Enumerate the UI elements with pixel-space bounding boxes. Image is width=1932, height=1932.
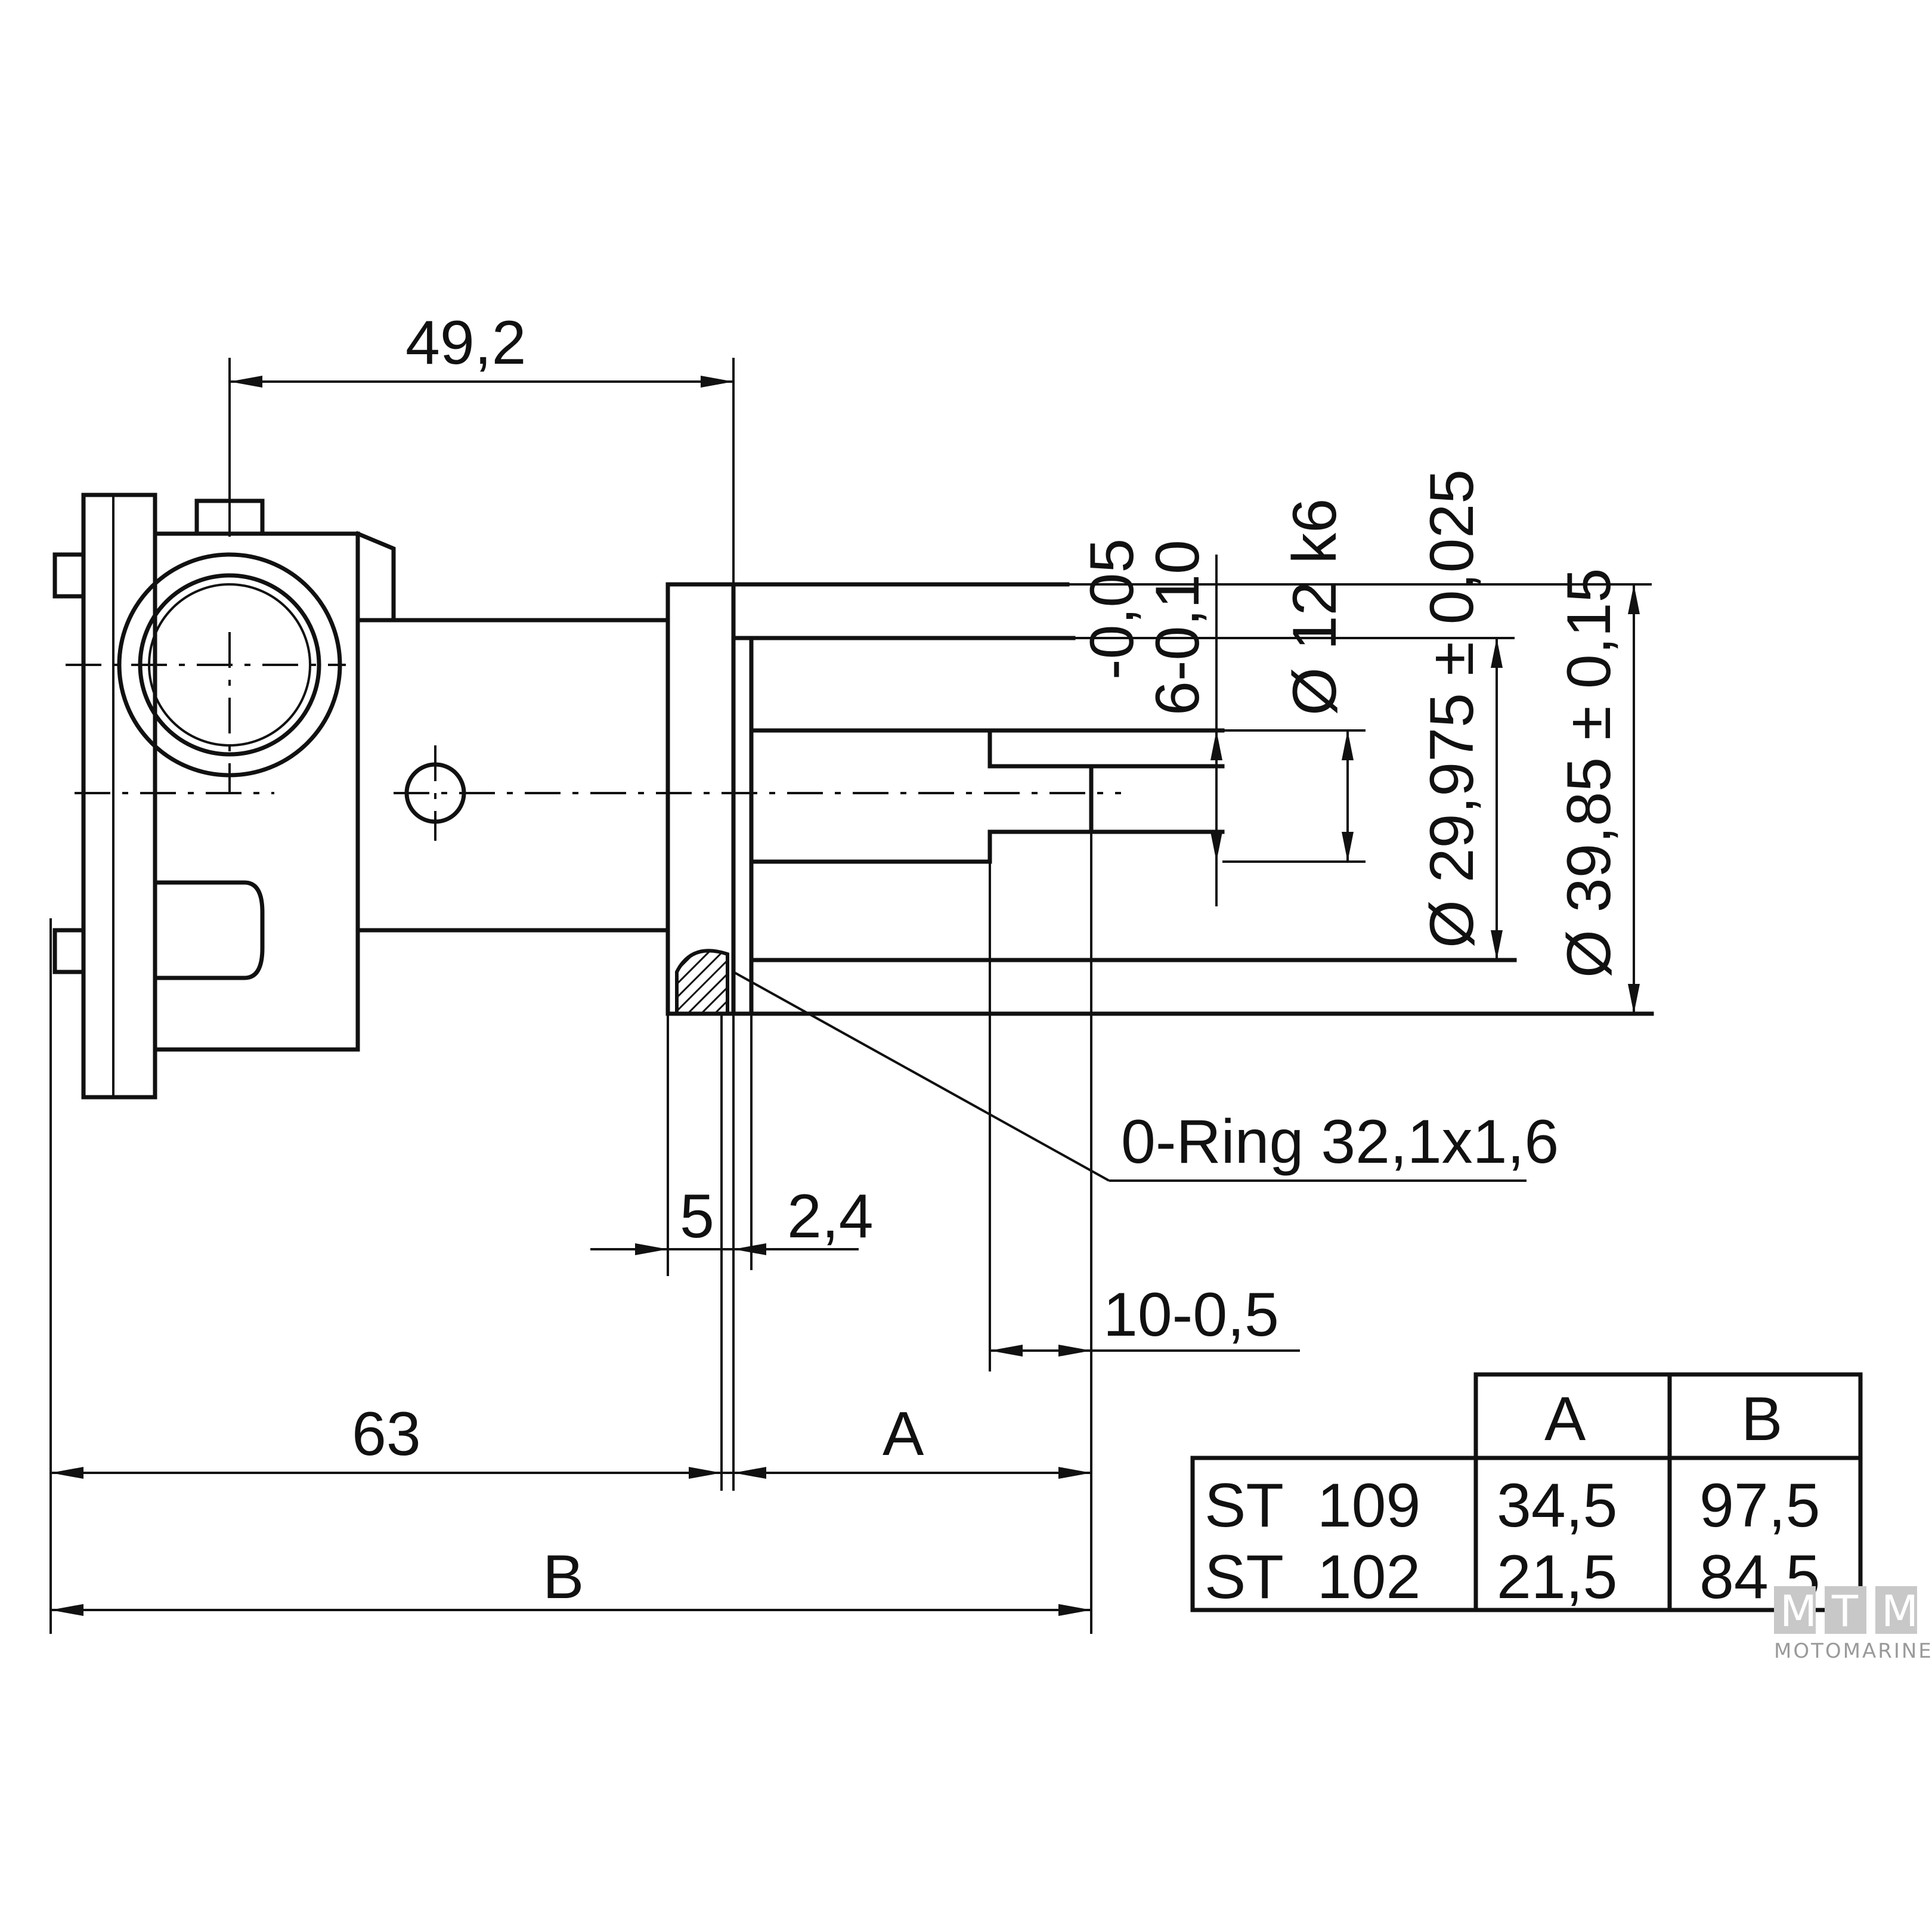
pump-body	[52, 493, 670, 1100]
table-row-1-b: 97,5	[1699, 1471, 1820, 1540]
dim-63: 63	[352, 1400, 421, 1469]
logo-brand: MOTOMARINE	[1774, 1639, 1932, 1663]
table-row-1-model: ST 109	[1205, 1471, 1420, 1540]
logo-letter-3: M	[1881, 1586, 1918, 1636]
dim-bore-dia: Ø 29,975 ± 0,025	[1417, 469, 1487, 948]
dim-49-2: 49,2	[405, 308, 526, 377]
dim-b: B	[543, 1543, 584, 1612]
table-row-2-a: 21,5	[1497, 1543, 1617, 1612]
dim-10-0-5: 10-0,5	[1103, 1280, 1279, 1349]
dim-shaft-dia: Ø 12 k6	[1280, 499, 1349, 716]
dim-flange-dia: Ø 39,85 ± 0,15	[1555, 568, 1624, 978]
center-lines	[66, 632, 1121, 841]
dimension-labels: 49,2 63 A B 5 2,4 10-0,5 0-Ring 32,1x1,6…	[352, 308, 1624, 1612]
dim-a: A	[883, 1400, 924, 1469]
table-row-2-model: ST 102	[1205, 1543, 1420, 1612]
dimension-table: A B ST 109 34,5 97,5 ST 102 21,5 84,5	[1190, 1372, 1863, 1612]
dim-5: 5	[680, 1182, 714, 1251]
table-header-a: A	[1544, 1385, 1586, 1454]
dim-2-4: 2,4	[787, 1182, 874, 1251]
motomarine-logo: M T M MOTOMARINE	[1774, 1586, 1932, 1663]
dim-oring: 0-Ring 32,1x1,6	[1121, 1107, 1559, 1176]
table-row-1-a: 34,5	[1497, 1471, 1617, 1540]
flange-and-shaft	[665, 582, 1654, 1016]
dim-key-width: 6-0,10	[1143, 540, 1212, 716]
logo-letter-1: M	[1780, 1586, 1817, 1636]
dimension-lines	[49, 358, 1652, 1634]
table-header-b: B	[1741, 1385, 1782, 1454]
dim-shaft-tol: -0,05	[1078, 538, 1147, 680]
logo-letter-2: T	[1831, 1586, 1859, 1636]
